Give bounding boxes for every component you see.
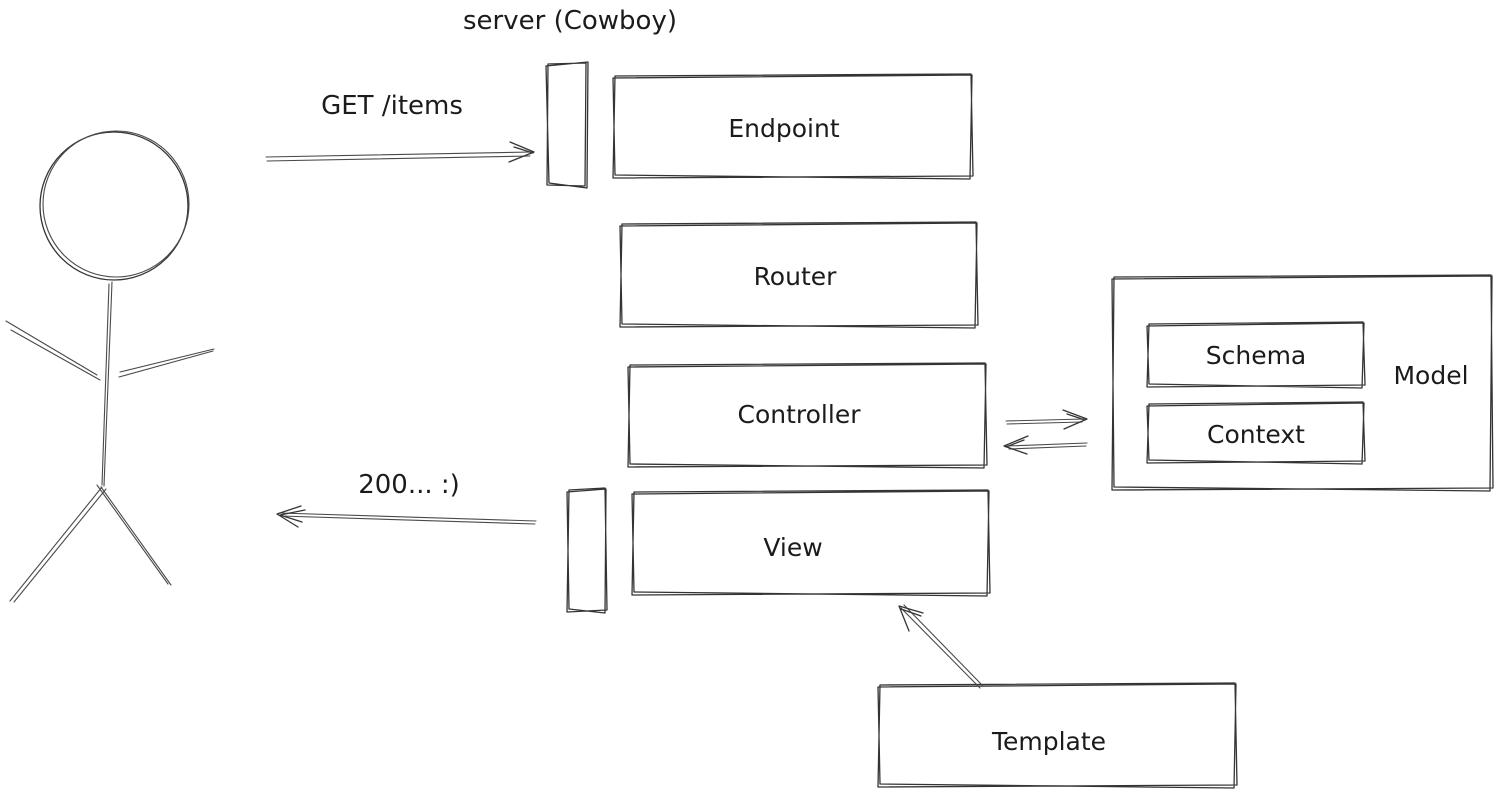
template-to-view-shaft [900, 604, 984, 689]
controller-label: Controller [738, 400, 862, 429]
server-wall-top [545, 61, 589, 189]
endpoint-box: Endpoint [612, 73, 974, 180]
model-box-outline [1111, 274, 1494, 492]
controller-to-model-arrow [1005, 409, 1088, 430]
model-box: Model Schema Context [1111, 274, 1494, 492]
server-wall-bottom-outline [566, 487, 608, 614]
template-to-view-head [898, 605, 924, 632]
response-arrow-label: 200... :) [358, 470, 460, 500]
router-label: Router [754, 262, 838, 291]
controller-to-model-shaft [1005, 418, 1085, 425]
template-label: Template [991, 727, 1106, 756]
router-box: Router [619, 221, 979, 329]
response-arrow-head [276, 505, 306, 528]
request-arrow-label: GET /items [321, 91, 463, 121]
context-box: Context [1146, 401, 1366, 465]
template-to-view-arrow [898, 604, 984, 689]
schema-label: Schema [1206, 341, 1307, 370]
schema-box: Schema [1146, 321, 1366, 389]
server-wall-top-outline [545, 61, 589, 189]
response-arrow-shaft [278, 512, 537, 525]
model-to-controller-arrow [1003, 435, 1088, 455]
model-to-controller-head [1003, 435, 1029, 455]
view-label: View [763, 533, 822, 562]
model-to-controller-shaft [1006, 442, 1088, 450]
actor-stick-figure [5, 130, 215, 603]
view-box: View [631, 489, 991, 597]
controller-box-outline [627, 362, 988, 469]
server-title: server (Cowboy) [463, 6, 677, 36]
model-label: Model [1393, 361, 1468, 390]
router-box-outline [619, 221, 979, 329]
actor-head-sketch [42, 130, 190, 278]
schema-box-outline [1146, 321, 1366, 389]
request-arrow [265, 141, 535, 163]
controller-box: Controller [627, 362, 988, 469]
response-arrow [276, 505, 537, 528]
context-label: Context [1207, 420, 1305, 449]
endpoint-label: Endpoint [728, 114, 839, 143]
template-box-outline [877, 682, 1238, 789]
server-wall-bottom [566, 487, 608, 614]
view-box-outline [631, 489, 991, 597]
actor-body-limbs [5, 281, 215, 603]
actor-head [39, 131, 189, 281]
endpoint-box-outline [612, 73, 974, 180]
controller-to-model-head [1062, 409, 1088, 430]
request-arrow-head [508, 141, 535, 163]
request-arrow-shaft [265, 151, 533, 162]
context-box-outline [1146, 401, 1366, 465]
template-box: Template [877, 682, 1238, 789]
